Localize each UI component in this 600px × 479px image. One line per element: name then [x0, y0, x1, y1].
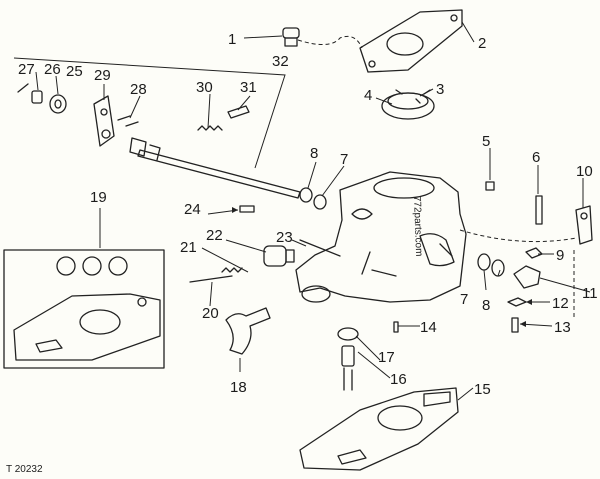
callout-28: 28: [130, 81, 147, 98]
part-9-clip: [525, 247, 543, 259]
callout-20: 20: [202, 305, 219, 322]
part-23-tube: [299, 239, 341, 257]
callout-11: 11: [582, 285, 598, 302]
dash-linkage: [459, 229, 577, 243]
carburetor-body: [295, 171, 467, 303]
part-30-spring: [197, 125, 223, 131]
part-shaft: [129, 137, 301, 199]
part-8-washer-left: [299, 187, 313, 203]
callout-5: 5: [482, 133, 490, 150]
part-1-plug: [282, 27, 300, 47]
callout-7-upper: 7: [340, 151, 348, 168]
callout-9: 9: [556, 247, 564, 264]
callout-10: 10: [576, 163, 593, 180]
part-25-washer: [49, 94, 67, 114]
part-16-screws: [343, 367, 353, 391]
bracket-32: [13, 57, 286, 169]
part-7-washer-right: [477, 253, 491, 271]
part-14-pin: [393, 321, 399, 333]
part-27-pin: [17, 83, 29, 93]
part-5-pin: [485, 181, 495, 191]
callout-21: 21: [180, 239, 197, 256]
part-21-spring: [221, 267, 243, 273]
part-29-lever: [93, 95, 115, 147]
callout-15: 15: [474, 381, 491, 398]
callout-8-lower: 8: [482, 297, 490, 314]
part-18-elbow: [225, 307, 271, 355]
callout-14: 14: [420, 319, 437, 336]
callout-24: 24: [184, 201, 201, 218]
part-6-screw: [535, 195, 543, 225]
callout-27: 27: [18, 61, 35, 78]
dash-1-2: [297, 35, 363, 49]
part-8-washer-right: [491, 259, 505, 277]
callout-8-upper: 8: [310, 145, 318, 162]
watermark: 772parts.com: [411, 196, 424, 257]
callout-23: 23: [276, 229, 293, 246]
callout-30: 30: [196, 79, 213, 96]
part-17-gasket: [337, 327, 359, 341]
part-13-screw: [511, 317, 519, 333]
callout-13: 13: [554, 319, 571, 336]
part-22-fitting: [263, 245, 295, 267]
callout-19: 19: [90, 189, 107, 206]
callout-26: 26: [44, 61, 61, 78]
callout-29: 29: [94, 67, 111, 84]
callout-1: 1: [228, 31, 236, 48]
part-19-gasket-kit: [3, 249, 165, 369]
callout-7-lower: 7: [460, 291, 468, 308]
arrow-13: [520, 321, 526, 327]
callout-6: 6: [532, 149, 540, 166]
part-2-gasket: [359, 9, 463, 73]
callout-32: 32: [272, 53, 289, 70]
callout-22: 22: [206, 227, 223, 244]
callout-25: 25: [66, 63, 83, 80]
part-4-cover: [381, 92, 435, 120]
part-31-screw: [227, 105, 250, 119]
part-28-screws: [117, 115, 139, 127]
part-24-pin: [239, 205, 255, 213]
figure-id: T 20232: [6, 464, 43, 475]
part-12-washer: [507, 297, 527, 307]
part-11-block: [513, 265, 541, 289]
callout-31: 31: [240, 79, 257, 96]
part-20-needle: [189, 275, 233, 283]
part-17-valve: [341, 345, 355, 367]
callout-3: 3: [436, 81, 444, 98]
leaders: [35, 21, 591, 401]
arrow-12: [526, 299, 532, 305]
callout-16: 16: [390, 371, 407, 388]
part-10-link: [575, 205, 593, 245]
callout-2: 2: [478, 35, 486, 52]
part-26-spring: [31, 90, 43, 104]
callout-labels: 1 2 3 4 5 6 7 8 7 8 9 10 11 12 13 14 15 …: [18, 31, 598, 398]
callout-12: 12: [552, 295, 569, 312]
callout-4: 4: [364, 87, 372, 104]
arrow-24: [232, 207, 238, 213]
part-7-washer-left: [313, 194, 327, 210]
callout-18: 18: [230, 379, 247, 396]
callout-17: 17: [378, 349, 395, 366]
part-15-bottom-gasket: [299, 387, 459, 471]
